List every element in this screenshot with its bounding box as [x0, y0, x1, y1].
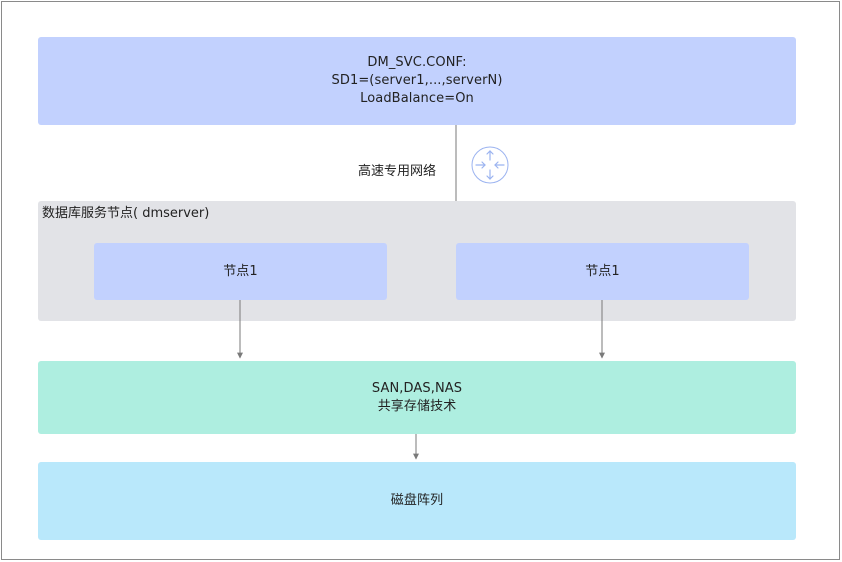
db-node-1-label: 节点1: [223, 263, 258, 279]
config-box: DM_SVC.CONF: SD1=(server1,...,serverN) L…: [38, 37, 796, 125]
disk-array-label: 磁盘阵列: [390, 493, 444, 508]
network-label: 高速专用网络: [358, 164, 437, 179]
shared-storage-box: SAN,DAS,NAS 共享存储技术: [38, 361, 796, 434]
shared-storage-line-2: 共享存储技术: [377, 398, 457, 414]
config-line-3: LoadBalance=On: [360, 91, 474, 106]
db-node-2-label: 节点1: [585, 263, 620, 279]
disk-array-box: 磁盘阵列: [38, 462, 796, 540]
shared-storage-line-1: SAN,DAS,NAS: [371, 380, 463, 396]
config-line-2: SD1=(server1,...,serverN): [331, 73, 503, 88]
db-node-1: 节点1: [94, 243, 387, 300]
db-node-2: 节点1: [456, 243, 749, 300]
db-node-group-label: 数据库服务节点( dmserver): [42, 206, 210, 221]
config-line-1: DM_SVC.CONF:: [367, 55, 467, 70]
